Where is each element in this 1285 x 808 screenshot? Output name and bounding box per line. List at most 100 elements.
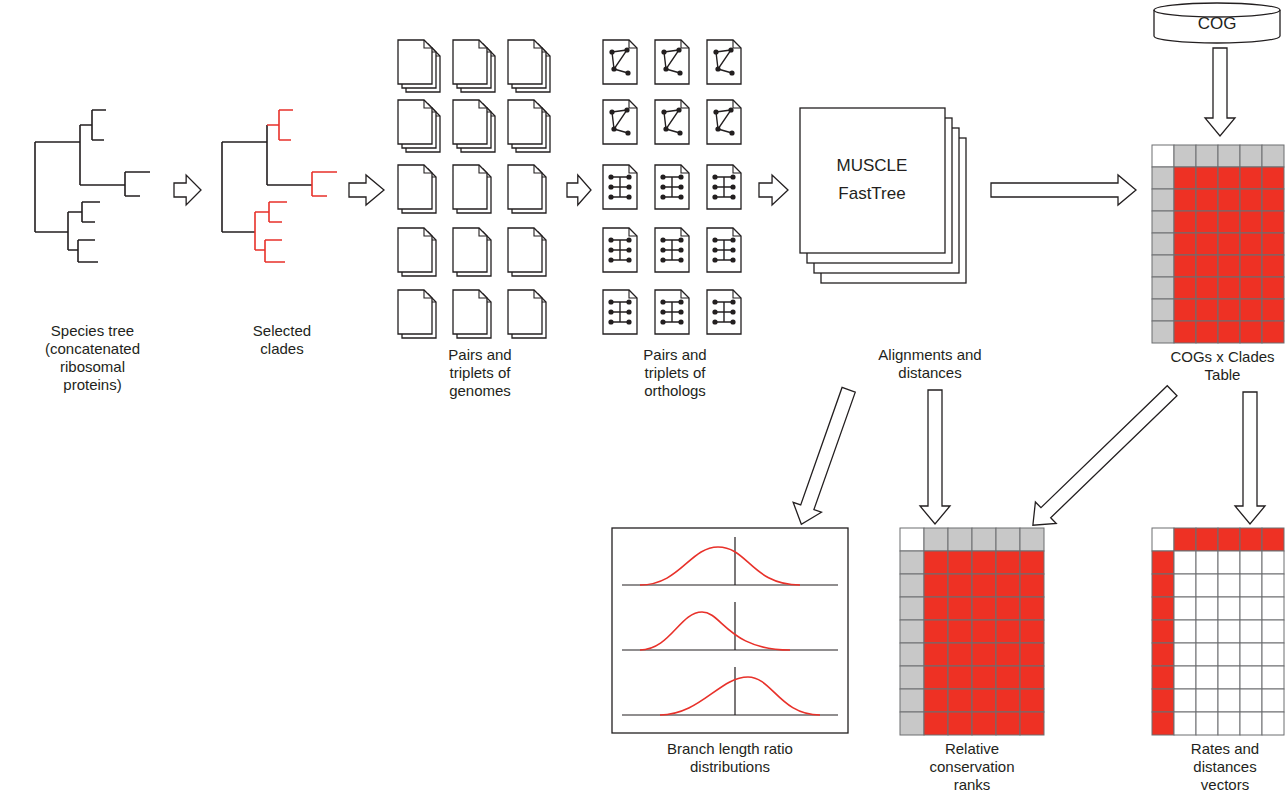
table-cell <box>1174 643 1196 666</box>
ortholog-dot <box>609 109 614 114</box>
ortholog-dot <box>608 299 613 304</box>
alignment-stage: MUSCLE FastTreeAlignments and distances <box>792 100 987 386</box>
table-cell <box>1152 145 1174 167</box>
table-cell <box>1174 574 1196 597</box>
table-cell <box>1262 277 1284 299</box>
page-fold <box>629 40 637 48</box>
page-fold <box>479 290 487 298</box>
genome-page <box>508 228 542 272</box>
ortholog-dot <box>678 184 683 189</box>
ortholog-dot <box>608 319 613 324</box>
table-cell <box>900 551 924 574</box>
ortholog-page <box>707 165 741 209</box>
table-cell <box>924 574 948 597</box>
page-outline <box>655 40 689 84</box>
ortholog-dot <box>661 109 666 114</box>
page-outline <box>453 228 487 272</box>
table-cell <box>1196 189 1218 211</box>
ratio-curve <box>640 547 820 715</box>
table-cell <box>1240 255 1262 277</box>
page-fold <box>681 40 689 48</box>
ortholog-dot <box>611 126 616 131</box>
page-outline <box>655 165 689 209</box>
ortholog-dot <box>730 237 735 242</box>
table-cell <box>1174 145 1196 167</box>
ortholog-link <box>664 110 680 133</box>
table-cell <box>1262 233 1284 255</box>
table-cell <box>1218 643 1240 666</box>
page-outline <box>398 100 432 144</box>
table-cell <box>924 620 948 643</box>
ortholog-dot <box>608 309 613 314</box>
table-cell <box>1152 620 1174 643</box>
page-fold <box>534 40 542 48</box>
table-cell <box>1196 712 1218 735</box>
table-cell <box>1196 528 1218 551</box>
table-cell <box>1174 528 1196 551</box>
ortholog-pairs-stage: Pairs and triplets of orthologs <box>595 35 755 404</box>
ortholog-dot <box>712 237 717 242</box>
ortholog-dot <box>678 257 683 262</box>
page-outline <box>453 40 487 84</box>
table-cell <box>1196 574 1218 597</box>
block-arrow <box>991 175 1136 205</box>
page-outline <box>603 40 637 84</box>
page-outline <box>603 290 637 334</box>
table-cell <box>1152 689 1174 712</box>
table-cell <box>1174 211 1196 233</box>
table-cell <box>1196 689 1218 712</box>
table-cell <box>996 597 1020 620</box>
ortholog-dot <box>660 184 665 189</box>
page-outline <box>603 228 637 272</box>
ortholog-dot <box>678 319 683 324</box>
table-cell <box>972 712 996 735</box>
table-cell <box>924 689 948 712</box>
table-cell <box>1240 643 1262 666</box>
table-cell <box>900 597 924 620</box>
ortholog-page <box>603 165 637 209</box>
page-outline <box>453 100 487 144</box>
ortholog-dot <box>730 247 735 252</box>
table-cell <box>996 643 1020 666</box>
table-cell <box>1196 233 1218 255</box>
table-cell <box>900 643 924 666</box>
box-text: MUSCLE FastTree <box>827 152 917 208</box>
table-cell <box>948 574 972 597</box>
table-cell <box>1174 299 1196 321</box>
table-cell <box>1240 277 1262 299</box>
ortholog-link <box>612 110 628 133</box>
genome-page <box>453 228 487 272</box>
genome-pages <box>398 40 550 338</box>
table-cell <box>1218 211 1240 233</box>
ortholog-dot <box>677 70 682 75</box>
ortholog-dot <box>626 319 631 324</box>
ortholog-dot <box>728 47 733 52</box>
table-cell <box>1020 597 1044 620</box>
table-cell <box>924 597 948 620</box>
ortholog-dot <box>625 70 630 75</box>
table-cell <box>924 643 948 666</box>
ortholog-dot <box>712 257 717 262</box>
alignment-stack <box>800 108 966 283</box>
table-cell <box>1262 666 1284 689</box>
block-arrow <box>759 175 788 205</box>
ortholog-dot <box>608 184 613 189</box>
table-cell <box>972 689 996 712</box>
genome-page <box>453 290 487 334</box>
page-outline <box>655 228 689 272</box>
page-outline <box>508 100 542 144</box>
page-fold <box>629 100 637 108</box>
ortholog-page <box>655 290 689 334</box>
stage-caption: COG <box>1153 14 1281 34</box>
ortholog-dot <box>676 107 681 112</box>
table-cell <box>1218 528 1240 551</box>
genome-page <box>453 165 487 209</box>
ortholog-dot <box>730 319 735 324</box>
table-cell <box>1152 528 1174 551</box>
ortholog-dot <box>663 66 668 71</box>
table-cell <box>1196 551 1218 574</box>
block-arrow <box>920 390 950 524</box>
ortholog-dot <box>712 184 717 189</box>
ortholog-dot <box>728 107 733 112</box>
page-fold <box>424 40 432 48</box>
